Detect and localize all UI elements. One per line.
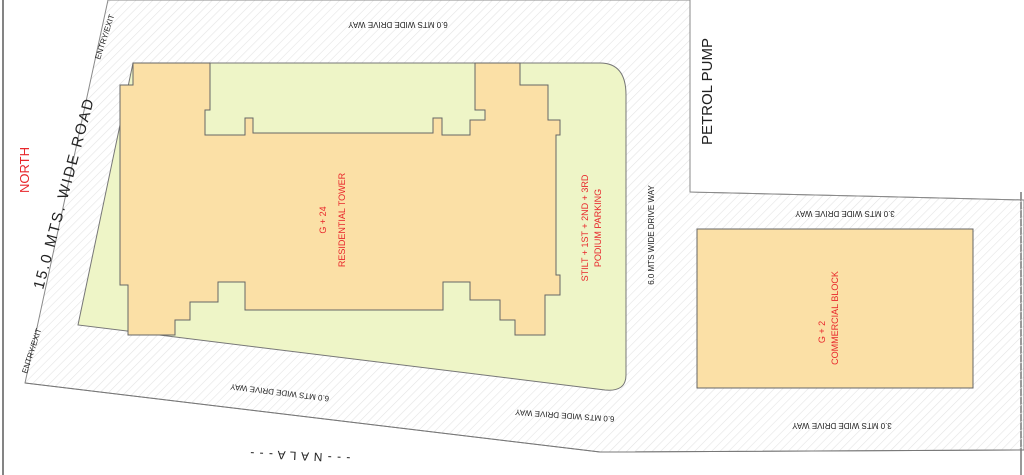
petrol-pump-label: PETROL PUMP: [699, 38, 716, 145]
drive-label-mid-right: 6.0 MTS WIDE DRIVE WAY: [647, 185, 656, 285]
drive-label-top: 6.0 MTS WIDE DRIVE WAY: [348, 20, 448, 29]
north-label: NORTH: [17, 147, 32, 193]
drive-3m-label-top: 3.0 MTS WIDE DRIVE WAY: [795, 209, 895, 218]
tower-label-line1: G + 24: [318, 206, 328, 233]
petrol-pump-boundary-bottom: [689, 191, 1024, 201]
drive-3m-label-bottom: 3.0 MTS WIDE DRIVE WAY: [792, 421, 892, 430]
commercial-block: [696, 228, 974, 389]
petrol-pump-plot: [690, 0, 1024, 192]
commercial-label-line2: COMMERCIAL BLOCK: [830, 271, 840, 365]
podium-label-line2: PODIUM PARKING: [593, 189, 603, 267]
tower-label-line2: RESIDENTIAL TOWER: [337, 172, 347, 267]
podium-label-line1: STILT + 1ST + 2ND + 3RD: [580, 174, 590, 281]
plot-boundary-bottom: [24, 382, 1024, 453]
residential-tower-footprint: [119, 62, 561, 336]
nala-label: - - - N A L A - - -: [249, 446, 351, 465]
commercial-label-line1: G + 2: [817, 321, 827, 343]
